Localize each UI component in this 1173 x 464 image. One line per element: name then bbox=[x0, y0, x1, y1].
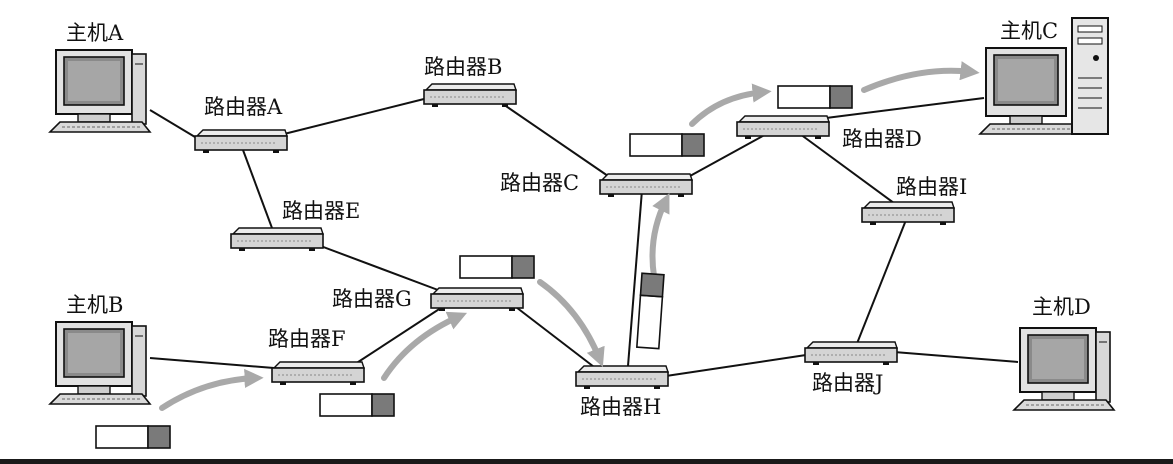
router-e-label: 路由器E bbox=[282, 199, 360, 223]
link-routerE-routerG bbox=[309, 241, 439, 291]
link-routerC-routerD bbox=[689, 131, 771, 177]
host-a-computer-icon bbox=[49, 49, 151, 133]
router-d-icon bbox=[736, 115, 830, 140]
host-a-label: 主机A bbox=[66, 21, 124, 45]
link-routerJ-hostD bbox=[893, 351, 1019, 363]
packet-flow-arrows bbox=[159, 61, 980, 411]
link-routerA-routerE bbox=[242, 149, 273, 229]
link-routerF-routerG bbox=[351, 301, 451, 367]
link-routerG-routerH bbox=[511, 303, 599, 371]
link-routerD-routerI bbox=[799, 133, 899, 207]
router-c-label: 路由器C bbox=[500, 171, 579, 195]
bottom-divider bbox=[0, 459, 1173, 464]
packet-5 bbox=[629, 133, 705, 157]
router-g-icon bbox=[430, 287, 524, 312]
host-d-computer-icon bbox=[1013, 327, 1115, 411]
link-routerH-routerC bbox=[627, 189, 643, 367]
flow-arrow-routerD-to-hostC bbox=[861, 61, 980, 93]
host-b-computer-icon bbox=[49, 321, 151, 405]
router-a-label: 路由器A bbox=[204, 95, 283, 119]
router-a-icon bbox=[194, 129, 288, 154]
link-routerH-routerJ bbox=[665, 354, 807, 377]
router-g-label: 路由器G bbox=[332, 287, 412, 311]
router-b-label: 路由器B bbox=[424, 55, 502, 79]
packet-6 bbox=[777, 85, 853, 109]
link-routerB-routerC bbox=[499, 101, 609, 177]
router-j-icon bbox=[804, 341, 898, 366]
link-routerI-routerJ bbox=[855, 219, 907, 347]
link-hostB-routerF bbox=[149, 357, 275, 369]
router-h-label: 路由器H bbox=[580, 395, 661, 419]
router-i-icon bbox=[861, 201, 955, 226]
flow-arrow-routerC-to-routerD bbox=[689, 83, 772, 127]
packet-4 bbox=[635, 272, 665, 350]
host-c-label: 主机C bbox=[1000, 19, 1058, 43]
packet-1 bbox=[95, 425, 171, 449]
labels: 主机A 主机B 主机C 主机D 路由器A 路由器B 路由器C 路由器D 路由器E… bbox=[66, 19, 1091, 419]
link-hostA-routerA bbox=[149, 109, 201, 141]
router-i-label: 路由器I bbox=[896, 175, 967, 199]
packet-3 bbox=[459, 255, 535, 279]
router-e-icon bbox=[230, 227, 324, 252]
data-packets bbox=[95, 85, 853, 449]
link-routerD-hostC bbox=[825, 97, 985, 119]
host-b-label: 主机B bbox=[66, 293, 123, 317]
router-d-label: 路由器D bbox=[842, 127, 922, 151]
router-j-label: 路由器J bbox=[812, 371, 883, 395]
network-links bbox=[149, 97, 1019, 377]
flow-arrow-routerH-to-routerC bbox=[649, 193, 670, 279]
host-d-label: 主机D bbox=[1032, 295, 1091, 319]
link-routerA-routerB bbox=[283, 97, 429, 135]
router-f-label: 路由器F bbox=[268, 327, 346, 351]
router-c-icon bbox=[599, 173, 693, 198]
flow-arrow-routerF-to-routerG bbox=[381, 311, 468, 381]
packet-2 bbox=[319, 393, 395, 417]
flow-arrow-hostB-to-routerF bbox=[159, 368, 264, 411]
router-b-icon bbox=[423, 83, 517, 108]
router-f-icon bbox=[271, 361, 365, 386]
router-h-icon bbox=[575, 365, 669, 390]
flow-arrow-routerG-to-routerH bbox=[537, 279, 605, 368]
